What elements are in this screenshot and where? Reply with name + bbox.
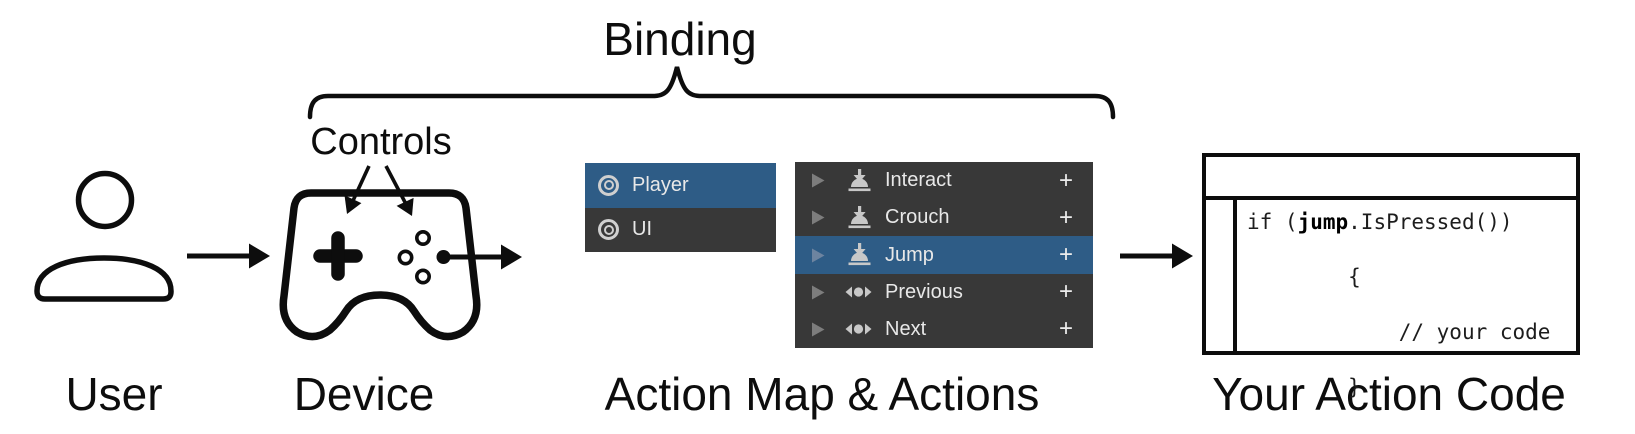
action-label: Previous: [885, 280, 963, 303]
action-label: Next: [885, 317, 927, 340]
action-label: Interact: [885, 169, 952, 192]
axis-icon: [845, 280, 872, 304]
action-row-interact[interactable]: Interact +: [795, 162, 1093, 199]
stage-label-action-map: Action Map & Actions: [604, 368, 1040, 420]
code-line1-post: .IsPressed()): [1348, 210, 1513, 234]
arrow-user-to-device: [187, 243, 270, 269]
action-row-next[interactable]: Next +: [795, 311, 1093, 348]
axis-icon: [845, 317, 872, 341]
controls-arrow-right: [384, 165, 414, 216]
add-binding-button[interactable]: +: [1058, 241, 1073, 268]
foldout-triangle-icon[interactable]: [812, 173, 825, 188]
code-window-gutter: [1233, 200, 1237, 351]
action-map-icon: [598, 219, 619, 241]
button-press-icon: [845, 243, 872, 267]
foldout-triangle-icon[interactable]: [812, 210, 825, 225]
stage-label-action-code: Your Action Code: [1212, 368, 1566, 420]
action-label: Crouch: [885, 206, 950, 229]
stage-label-user: User: [65, 368, 163, 420]
code-line1-jump: jump: [1297, 210, 1349, 234]
action-map-label: UI: [632, 218, 652, 241]
gamepad-icon: [279, 189, 481, 341]
action-maps-panel: Player UI: [585, 163, 776, 252]
add-binding-button[interactable]: +: [1058, 166, 1073, 194]
foldout-triangle-icon[interactable]: [812, 248, 825, 263]
button-press-icon: [845, 205, 872, 230]
add-binding-button[interactable]: +: [1058, 278, 1073, 306]
binding-label: Binding: [603, 13, 757, 65]
action-map-row-ui[interactable]: UI: [585, 208, 776, 253]
action-row-jump[interactable]: Jump +: [795, 236, 1093, 274]
action-label: Jump: [885, 243, 934, 266]
controls-arrow-left: [344, 165, 371, 214]
action-map-icon: [598, 174, 619, 196]
code-window-body: if (jump.IsPressed()) { // your code }: [1206, 200, 1576, 399]
foldout-triangle-icon[interactable]: [812, 285, 825, 300]
binding-brace: [307, 66, 1116, 120]
action-row-crouch[interactable]: Crouch +: [795, 199, 1093, 236]
add-binding-button[interactable]: +: [1058, 315, 1073, 343]
user-icon: [34, 170, 174, 302]
code-line2: {: [1348, 265, 1361, 289]
face-buttons-icon: [397, 230, 451, 285]
arrow-actionmap-to-code: [1120, 243, 1193, 269]
code-snippet: if (jump.IsPressed()) { // your code }: [1247, 209, 1550, 429]
stage-label-device: Device: [293, 368, 435, 420]
code-line4: }: [1348, 375, 1361, 399]
arrow-device-to-actionmap: [449, 244, 522, 270]
foldout-triangle-icon[interactable]: [812, 322, 825, 337]
add-binding-button[interactable]: +: [1058, 203, 1073, 231]
dpad-icon: [313, 231, 363, 281]
action-map-row-player[interactable]: Player: [585, 163, 776, 208]
code-line1-pre: if (: [1247, 210, 1298, 234]
actions-panel: Interact + Crouch + Jump +: [795, 162, 1093, 348]
action-map-label: Player: [632, 173, 689, 196]
code-window: if (jump.IsPressed()) { // your code }: [1202, 153, 1580, 399]
code-window-titlebar: [1206, 157, 1576, 200]
button-press-icon: [845, 168, 872, 193]
controls-label: Controls: [310, 121, 452, 163]
code-line3: // your code: [1348, 320, 1551, 344]
action-row-previous[interactable]: Previous +: [795, 274, 1093, 311]
